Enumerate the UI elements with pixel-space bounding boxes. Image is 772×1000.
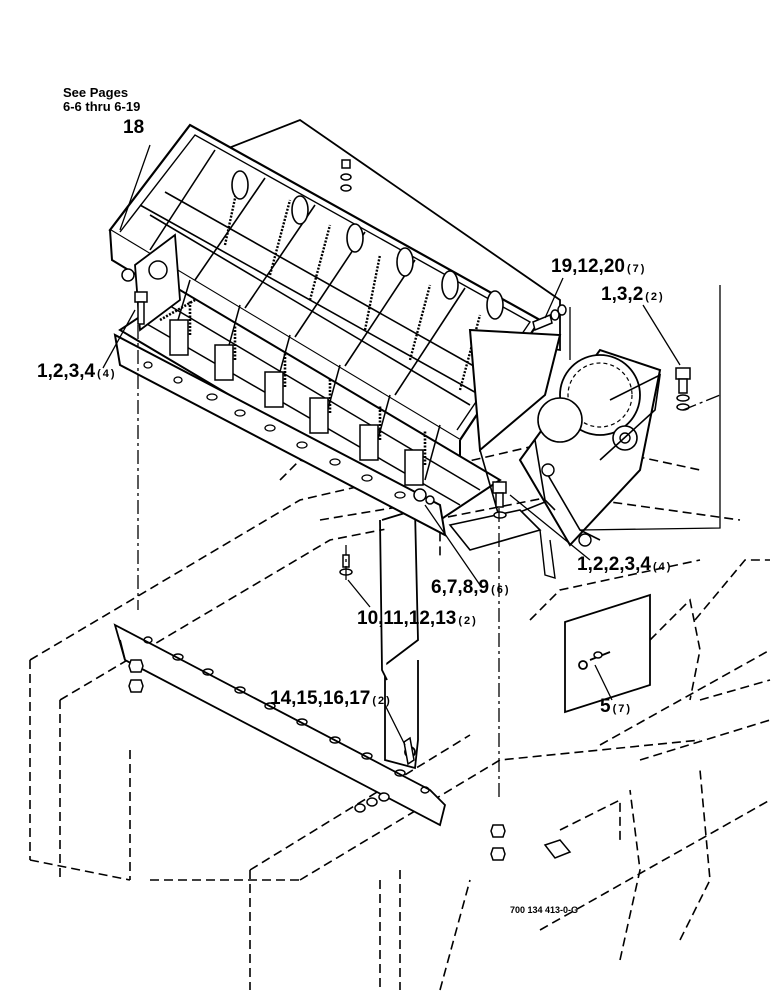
callout-1-3-2: 1,3,2(2) bbox=[601, 285, 665, 304]
callout-6-7-8-9-qty: (6) bbox=[491, 584, 511, 596]
leader-lines bbox=[102, 144, 721, 746]
reference-line-2: 6-6 thru 6-19 bbox=[63, 99, 141, 114]
callout-14-15-16-17: 14,15,16,17(2) bbox=[270, 689, 392, 708]
callout-1-2-3-4-qty: (4) bbox=[97, 368, 117, 380]
callout-6-7-8-9: 6,7,8,9(6) bbox=[431, 578, 511, 597]
callout-6-7-8-9-numbers: 6,7,8,9 bbox=[431, 577, 490, 598]
callout-10-11-12-13: 10,11,12,13(2) bbox=[357, 609, 478, 628]
feeder-assembly bbox=[108, 118, 662, 579]
callout-1-2-3-4: 1,2,3,4(4) bbox=[37, 362, 117, 381]
callout-14-15-16-17-qty: (2) bbox=[372, 695, 392, 707]
callout-1-3-2-qty: (2) bbox=[645, 291, 665, 303]
side-plate bbox=[564, 593, 651, 714]
callout-5: 5(7) bbox=[600, 697, 632, 716]
callout-10-11-12-13-numbers: 10,11,12,13 bbox=[357, 608, 457, 629]
callout-18: 18 bbox=[123, 118, 144, 137]
mounting-rail bbox=[113, 623, 446, 827]
callout-14-15-16-17-numbers: 14,15,16,17 bbox=[270, 688, 371, 709]
support-bar bbox=[379, 508, 419, 770]
callout-19-12-20-numbers: 19,12,20 bbox=[551, 256, 625, 277]
callout-1-2-3-4-numbers: 1,2,3,4 bbox=[37, 361, 96, 382]
callout-19-12-20-qty: (7) bbox=[626, 263, 647, 275]
callout-1-3-2-numbers: 1,3,2 bbox=[601, 284, 644, 305]
callout-19-12-20: 19,12,20(7) bbox=[551, 257, 646, 276]
alignment-lines bbox=[137, 325, 721, 800]
see-pages-reference: See Pages 6-6 thru 6-19 bbox=[63, 86, 140, 114]
reference-line-1: See Pages bbox=[63, 85, 129, 100]
hardware bbox=[128, 159, 691, 861]
callout-10-11-12-13-qty: (2) bbox=[458, 615, 478, 627]
callout-1-2-2-3-4: 1,2,2,3,4(4) bbox=[577, 555, 672, 574]
callout-5-numbers: 5 bbox=[600, 696, 611, 717]
drawing-number: 700 134 413-0-G bbox=[510, 905, 579, 915]
callout-18-numbers: 18 bbox=[123, 117, 145, 138]
callout-1-2-2-3-4-qty: (4) bbox=[652, 561, 673, 573]
callout-5-qty: (7) bbox=[612, 703, 633, 715]
callout-1-2-2-3-4-numbers: 1,2,2,3,4 bbox=[577, 554, 651, 575]
